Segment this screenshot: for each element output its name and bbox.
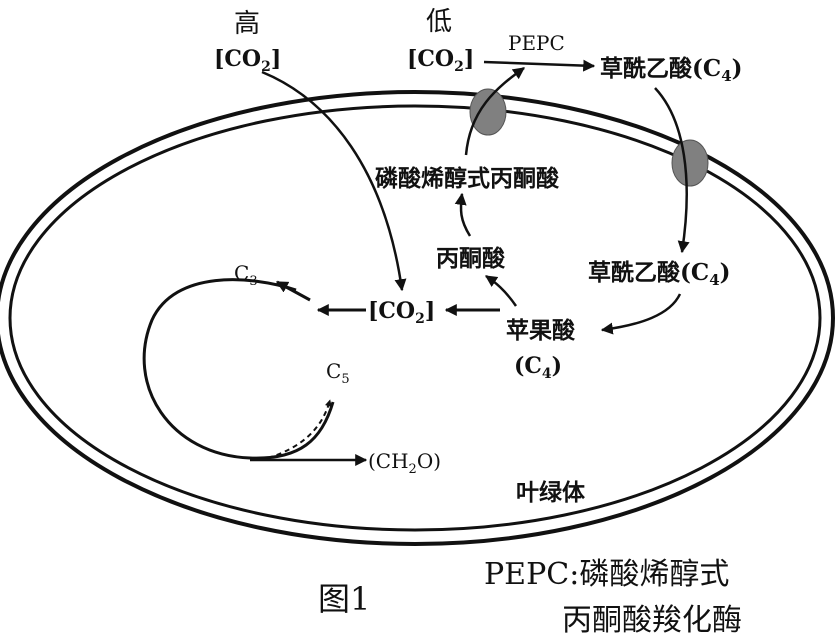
arrow-to-c3	[275, 280, 311, 302]
legend-line-2: 丙酮酸羧化酶	[562, 603, 742, 638]
label-oxaloacetate-outer: 草酰乙酸(C4)	[600, 55, 743, 85]
label-malate: 苹果酸	[506, 317, 576, 344]
chloroplast-inner-membrane	[8, 104, 822, 532]
transporter-right	[671, 139, 709, 187]
label-ch2o: (CH2O)	[368, 449, 441, 477]
label-inner-co2: [CO2]	[368, 298, 435, 327]
arrow-oaa-to-malate	[600, 293, 682, 335]
label-low-co2: [CO2]	[407, 46, 474, 75]
label-malate-c4: (C4)	[514, 353, 562, 382]
arrow-pep-to-pepc	[464, 66, 525, 156]
label-chloroplast: 叶绿体	[516, 479, 586, 506]
label-c5: C5	[326, 359, 350, 387]
arrow-to-c5-dashed	[267, 399, 332, 459]
label-pep: 磷酸烯醇式丙酮酸	[375, 165, 560, 192]
arrow-low-co2-to-oaa	[483, 59, 596, 72]
label-c3: C3	[234, 261, 258, 289]
label-pyruvate: 丙酮酸	[436, 245, 506, 272]
legend-line-1: PEPC:磷酸烯醇式	[484, 557, 729, 592]
transporter-left	[469, 88, 507, 136]
label-high: 高	[234, 9, 260, 39]
arrow-high-co2-inward	[261, 70, 407, 292]
figure-caption: 图1	[318, 580, 370, 618]
chloroplast-outer-membrane	[0, 90, 835, 546]
label-high-co2: [CO2]	[214, 46, 281, 75]
arrow-malate-to-pyruvate	[485, 274, 518, 307]
arrow-pyruvate-to-pep	[454, 192, 472, 237]
label-oxaloacetate-inner: 草酰乙酸(C4)	[588, 259, 731, 289]
label-pepc: PEPC	[508, 31, 565, 55]
calvin-cycle-arc	[142, 278, 335, 460]
arrow-oaa-through-membrane	[654, 87, 690, 254]
label-low: 低	[426, 7, 452, 37]
